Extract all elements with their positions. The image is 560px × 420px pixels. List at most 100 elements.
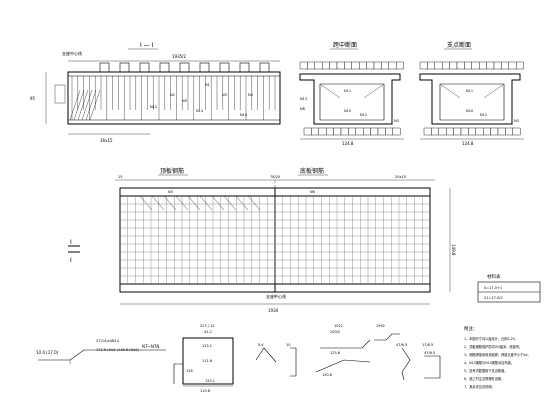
d2-f: 120.1 [205, 379, 215, 383]
top-block [119, 62, 130, 73]
cut-mark-left: Ⅰ [70, 239, 72, 246]
rebar-box [468, 127, 476, 136]
d4-b: 200/2 [330, 330, 340, 334]
dim-plan-right: 20x10 [395, 175, 406, 179]
tag-n11-mid: N11 [344, 89, 351, 93]
plan-hatch [199, 195, 213, 211]
rebar-box [479, 61, 487, 70]
tag-n10-sup: N10 [466, 109, 473, 113]
rebar-box [314, 61, 323, 70]
d2-c: 125.1 [202, 344, 212, 348]
rebar-box [351, 61, 360, 70]
diagonal-bar [77, 89, 89, 121]
top-block [139, 62, 150, 73]
rebar-box [419, 61, 428, 70]
rebar-box [501, 61, 509, 70]
tag-n12-top: N12 [150, 105, 157, 109]
note-2: 2、顶板钢筋保护层均为3厘米，底板同。 [464, 344, 522, 349]
diagonal-bar [89, 89, 101, 121]
d1-tag: N7~N7N [142, 344, 159, 349]
tag-n12-sup: N12 [480, 113, 487, 117]
diagonal-bar [73, 89, 85, 121]
top-block [179, 62, 190, 73]
d5-c: 47/6.5 [424, 351, 435, 355]
tag-n12-mid: N12 [360, 113, 367, 117]
tag-n10-mid: N10 [344, 109, 351, 113]
tag-n4-top: N4 [248, 93, 254, 97]
rebar-box [311, 127, 319, 136]
d3-a: 5.4 [258, 343, 264, 347]
top-block [219, 62, 230, 73]
rebar-box [359, 61, 367, 70]
plan-hatch [235, 195, 249, 211]
rebar-box [508, 61, 517, 70]
diagonal-bar [69, 89, 81, 121]
d4-c: 125.6 [330, 351, 340, 355]
rebar-box [423, 127, 432, 136]
rebar-box [303, 127, 312, 136]
table-row-1: S=17.0+1 [484, 286, 502, 290]
rebar-box [355, 127, 364, 136]
rebar-box [366, 61, 375, 70]
rebar-box [431, 127, 439, 136]
mid-span-section: 跨中断面 N11 N10 N12 N3 N13 N8 124.8 [299, 41, 404, 146]
rebar-detail-5: 1992 47/6.5 47/6.5 17/8.5 [374, 324, 441, 381]
top-rebar-title: 顶板钢筋 [160, 167, 184, 175]
plan-hatch [175, 195, 189, 211]
tag-n10-top: N10 [240, 113, 247, 117]
rebar-box [442, 61, 450, 70]
rebar-box [370, 127, 379, 136]
rebar-box [329, 61, 338, 70]
diagonal-bar [85, 89, 97, 121]
d5-b: 47/6.5 [396, 343, 407, 347]
note-6: 6、施工时注意预埋件设置。 [464, 376, 504, 381]
d3-b: 10 [286, 343, 290, 347]
plan-hatch [139, 195, 153, 211]
rebar-box [512, 127, 521, 136]
dim-plan-height: 149.8 [451, 244, 456, 256]
dim-mid-width: 124.8 [342, 141, 354, 146]
rebar-box [438, 127, 447, 136]
rebar-box [434, 61, 443, 70]
rebar-box [377, 127, 386, 136]
rebar-box [322, 61, 330, 70]
rebar-box [344, 61, 352, 70]
tag-n2-top: N2 [170, 93, 175, 97]
note-5: 5、括号内数据用于支点断面。 [464, 368, 507, 373]
top-block [239, 62, 250, 73]
rebar-box [460, 127, 469, 136]
rebar-box [427, 61, 435, 70]
dim-sup-width: 124.8 [462, 141, 474, 146]
rebar-box [486, 61, 495, 70]
section-1-1-view: Ⅰ — Ⅰ 1935/2 支座中心线 N1 N2 N3 N4 N9 N12 N1… [30, 42, 281, 143]
table-title: 材料表 [487, 273, 501, 280]
material-table: 材料表 S=17.0+1 Σ1=17.0/2 [477, 273, 541, 303]
rebar-box [464, 61, 472, 70]
d1-dims: 10.4 (17.0) [36, 350, 59, 355]
rebar-box [392, 127, 401, 136]
rebar-box [318, 127, 327, 136]
rebar-detail-4: 1012 200/2 125.6 150.6 [315, 324, 371, 377]
tag-n9-top: N9 [182, 99, 187, 103]
d5-a: 1992 [376, 324, 385, 328]
d4-d: 150.6 [322, 373, 332, 377]
rebar-box [373, 61, 382, 70]
bottom-centerline-label: 支座中心线 [266, 293, 286, 299]
rebar-box [396, 61, 404, 70]
rebar-box [453, 127, 462, 136]
top-block [259, 62, 270, 73]
rebar-detail-3: 5.4 10 [255, 343, 297, 377]
tag-n6-plan: N6 [310, 190, 315, 194]
plan-hatch [151, 195, 165, 211]
d2-e: 126 [186, 369, 193, 373]
rebar-box [299, 61, 308, 70]
notes-block: 附注： 1、本图尺寸均以厘米计，比例1:25。 2、顶板钢筋保护层均为3厘米，底… [464, 325, 531, 389]
tag-n1-top: N1 [205, 83, 210, 87]
plan-hatch [247, 195, 261, 211]
dim-top-total: 1935/2 [172, 54, 187, 59]
top-centerline-label: 支座中心线 [62, 50, 82, 56]
tag-n3-mid: N3 [394, 119, 399, 123]
cut-mark-right: Ⅰ [70, 257, 72, 264]
rebar-box [505, 127, 513, 136]
